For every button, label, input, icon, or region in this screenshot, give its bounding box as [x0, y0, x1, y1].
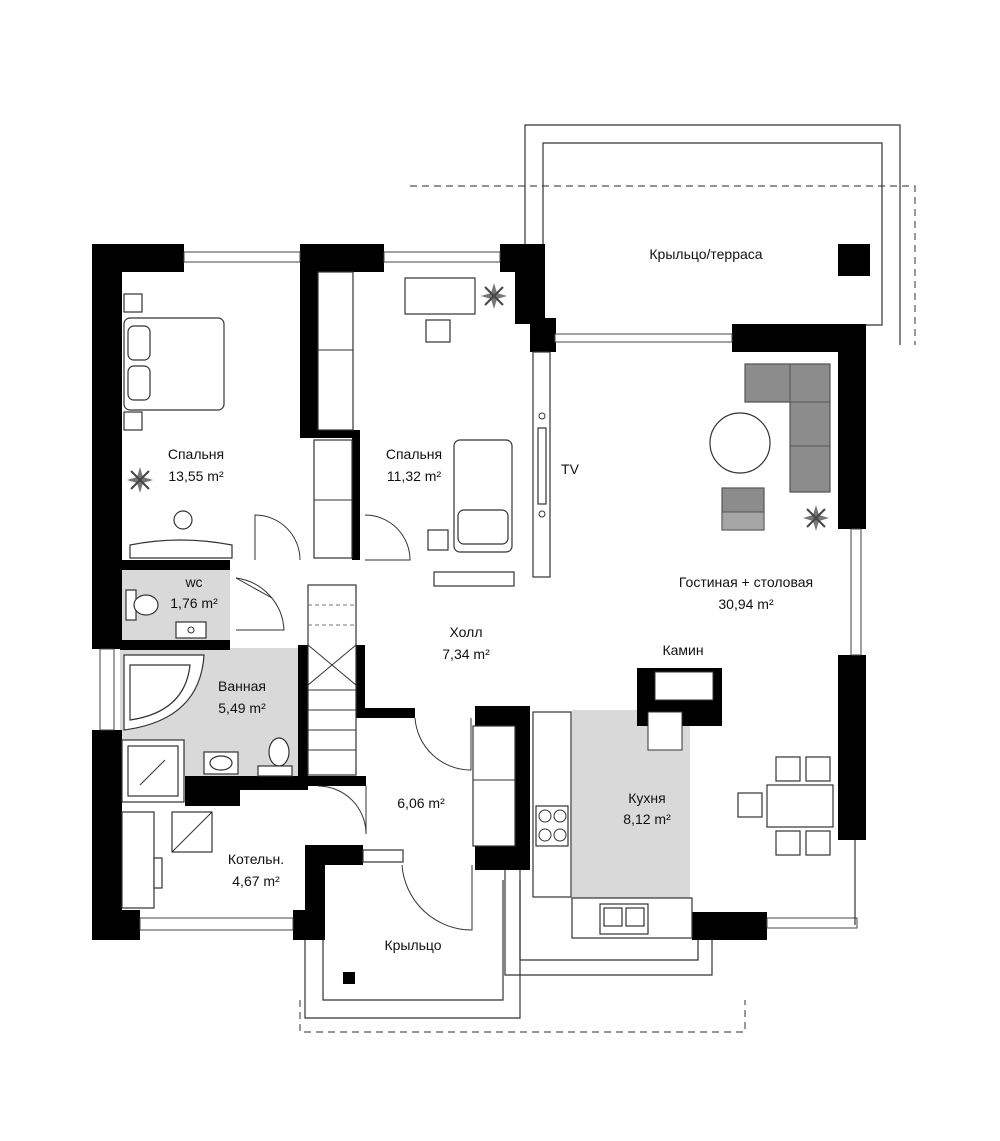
room-name-boiler: Котельн.	[228, 851, 284, 867]
room-name-hall: Холл	[450, 624, 483, 640]
plant-icon	[481, 283, 507, 309]
room-name-living: Гостиная + столовая	[679, 574, 813, 590]
roof-outline	[299, 185, 916, 1033]
living-room-furniture	[709, 363, 834, 856]
room-name-bedroom2: Спальня	[386, 446, 442, 462]
room-area-bedroom1: 13,55 m²	[168, 468, 224, 484]
stairs	[307, 584, 357, 776]
bedroom1-furniture	[123, 293, 233, 559]
doors	[235, 514, 473, 931]
room-name-bedroom1: Спальня	[168, 446, 224, 462]
room-area-wc: 1,76 m²	[170, 595, 218, 611]
label-tv: TV	[561, 461, 580, 477]
terrace-area	[524, 124, 901, 345]
room-area-kitchen: 8,12 m²	[623, 811, 671, 827]
kitchen-fixtures	[532, 711, 693, 939]
label-terrace: Крыльцо/терраса	[649, 246, 762, 262]
room-area-vestibule: 6,06 m²	[397, 795, 445, 811]
porch-column	[343, 972, 355, 984]
bathroom-fixtures	[121, 589, 293, 803]
room-area-boiler: 4,67 m²	[232, 873, 280, 889]
boiler-room-fixtures	[121, 811, 213, 909]
windows	[99, 251, 862, 976]
room-area-bedroom2: 11,32 m²	[387, 468, 442, 484]
label-fireplace: Камин	[662, 642, 703, 658]
terrace-column	[838, 244, 870, 276]
room-labels: Спальня 13,55 m² Спальня 11,32 m² wc 1,7…	[168, 246, 813, 953]
room-area-bathroom: 5,49 m²	[218, 700, 266, 716]
bedroom2-furniture	[404, 277, 547, 553]
room-name-bathroom: Ванная	[218, 678, 266, 694]
label-porch: Крыльцо	[384, 937, 441, 953]
room-name-kitchen: Кухня	[628, 790, 665, 806]
room-area-hall: 7,34 m²	[442, 646, 490, 662]
room-name-wc: wc	[184, 574, 202, 590]
room-area-living: 30,94 m²	[718, 596, 774, 612]
plant-icon	[803, 505, 829, 531]
plant-icon	[127, 467, 153, 493]
